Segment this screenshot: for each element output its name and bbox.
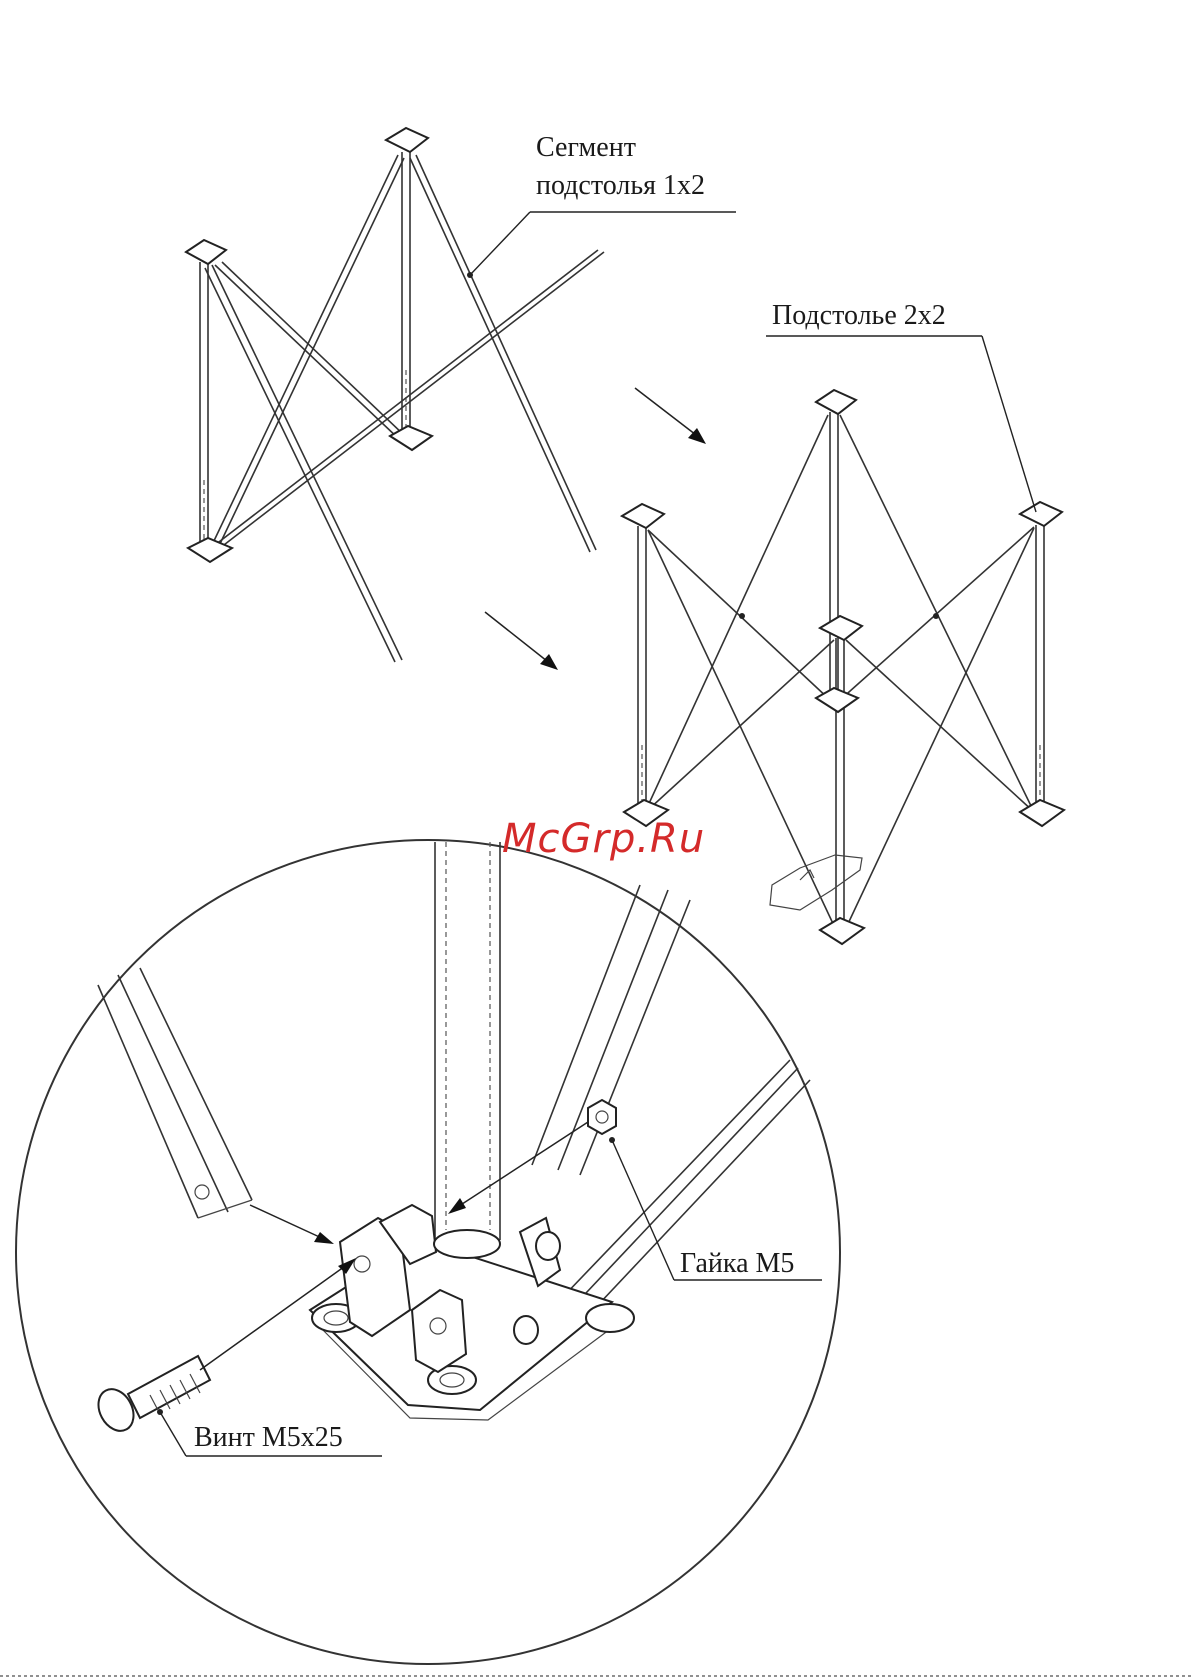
screw-m5x25: [92, 1356, 210, 1437]
watermark: McGrp.Ru: [502, 816, 705, 862]
nut-label: Гайка М5: [680, 1248, 794, 1280]
flow-arrow-upper: [635, 388, 706, 444]
nut-m5: [588, 1100, 616, 1143]
assembly-label: Подстолье 2x2: [772, 300, 946, 332]
segment-label-line1: Сегмент: [536, 132, 636, 164]
flow-arrow-lower: [485, 612, 558, 670]
segment-1x2-illustration: [186, 128, 604, 662]
screw-label: Винт М5x25: [194, 1422, 343, 1454]
segment-label-line2: подстолья 1x2: [536, 170, 705, 202]
